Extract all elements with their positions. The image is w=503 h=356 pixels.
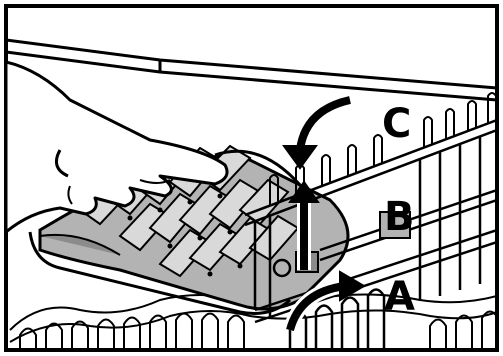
label-a: A — [384, 274, 415, 320]
label-c: C — [382, 101, 411, 147]
hand — [6, 60, 229, 234]
label-b: B — [384, 194, 415, 240]
arrow-c — [282, 93, 352, 170]
arrow-a — [283, 270, 366, 333]
tub-rail — [6, 38, 497, 102]
lower-basket — [9, 293, 497, 350]
arrow-b — [288, 180, 320, 270]
